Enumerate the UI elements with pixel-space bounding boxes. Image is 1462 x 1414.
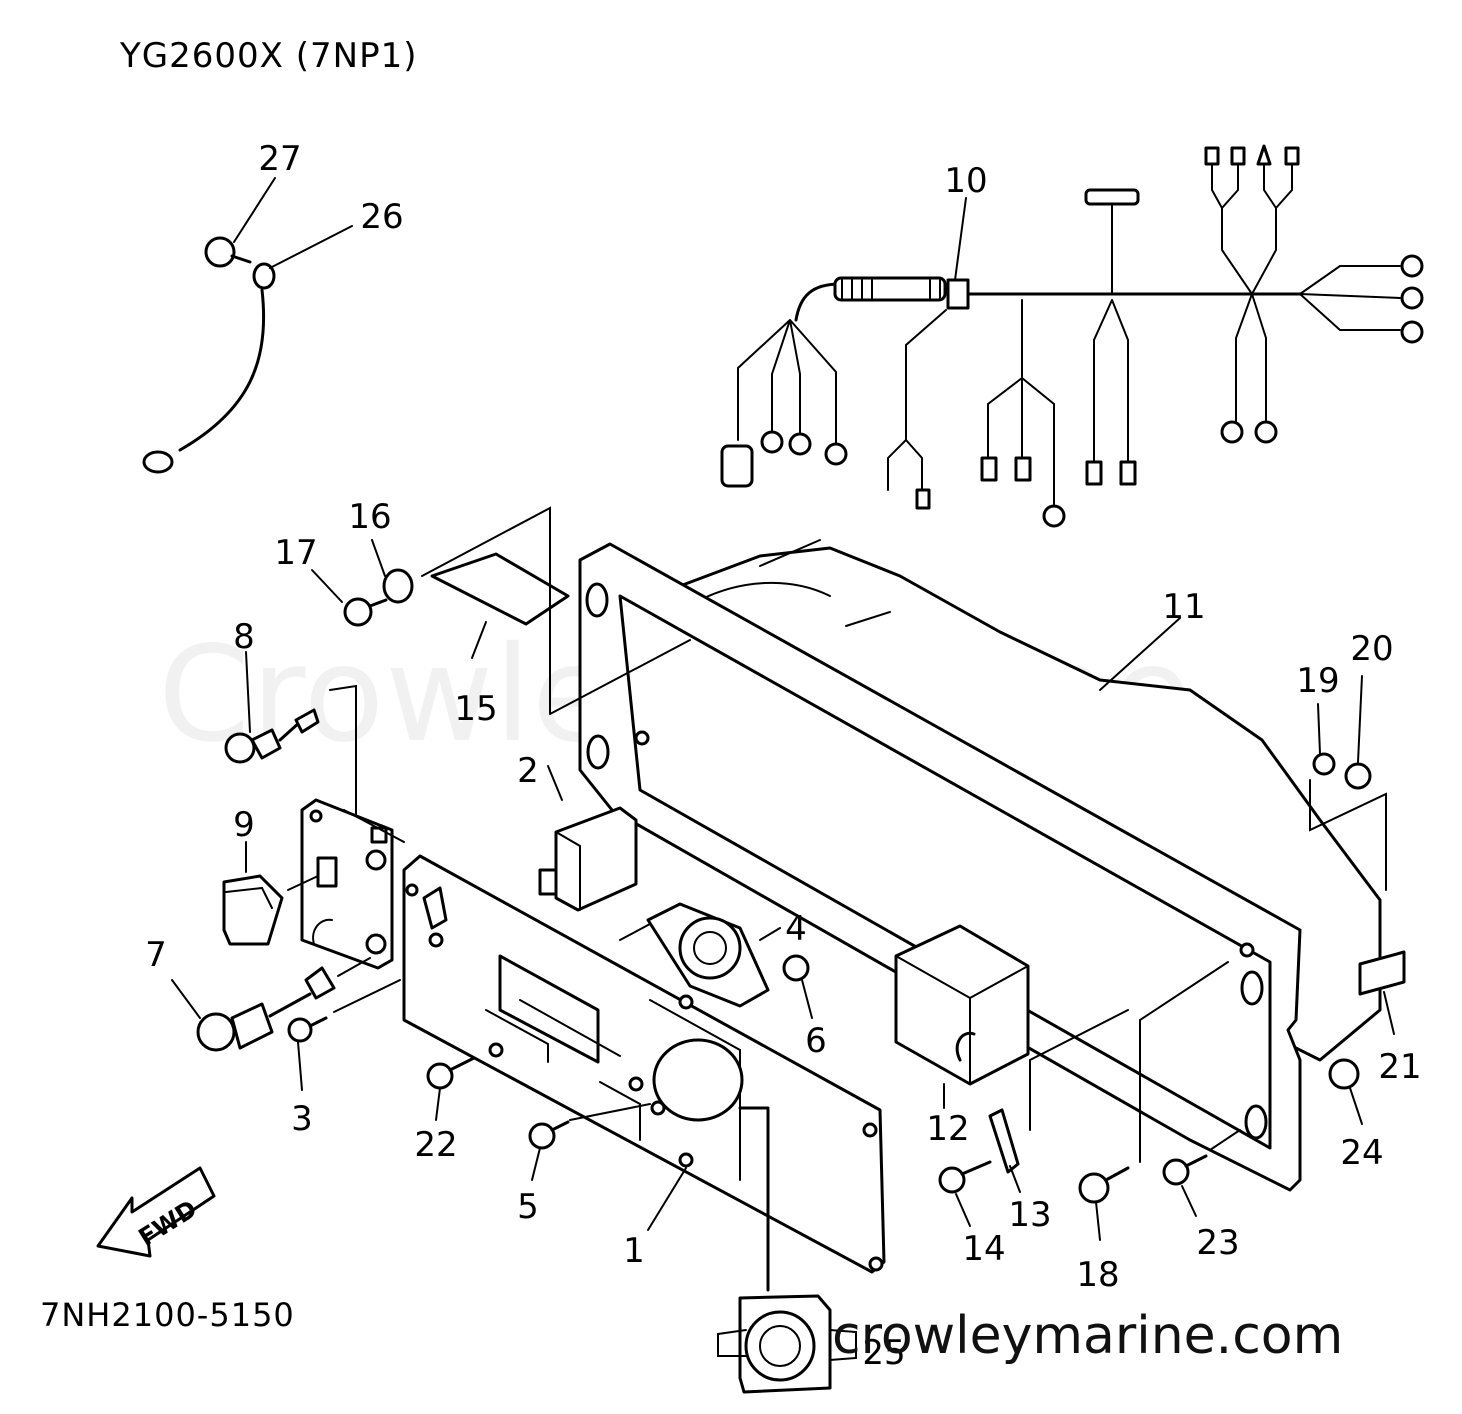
callout-13: 13 <box>1008 1195 1051 1235</box>
callout-23: 23 <box>1196 1223 1239 1263</box>
callout-14: 14 <box>962 1229 1005 1269</box>
callout-9: 9 <box>233 805 255 845</box>
callout-22: 22 <box>414 1125 457 1165</box>
receptacle-4 <box>619 902 813 1019</box>
bolt-27-head <box>204 236 236 268</box>
callout-1: 1 <box>623 1231 645 1271</box>
control-panel-1 <box>343 809 886 1274</box>
callout-3: 3 <box>291 1099 313 1139</box>
sub-panel <box>300 798 394 970</box>
callout-8: 8 <box>233 617 255 657</box>
callout-21: 21 <box>1378 1047 1421 1087</box>
pilot-lamp-8 <box>224 651 357 821</box>
callout-7: 7 <box>145 935 167 975</box>
washer-16 <box>382 568 414 604</box>
callout-27: 27 <box>258 139 301 179</box>
callout-24: 24 <box>1340 1133 1383 1173</box>
callout-numbers: 1 2 3 4 5 6 7 8 9 10 11 12 13 14 15 16 1… <box>145 139 1421 1373</box>
bolts-18-23-24 <box>1078 961 1363 1241</box>
callout-20: 20 <box>1350 629 1393 669</box>
label-plate-15 <box>311 506 691 715</box>
model-title: YG2600X (7NP1) <box>120 36 418 76</box>
callout-6: 6 <box>805 1021 827 1061</box>
callout-16: 16 <box>348 497 391 537</box>
callout-11: 11 <box>1162 587 1205 627</box>
callout-18: 18 <box>1076 1255 1119 1295</box>
callout-25: 25 <box>862 1333 905 1373</box>
bolt-17-head <box>343 597 373 627</box>
callout-19: 19 <box>1296 661 1339 701</box>
callout-2: 2 <box>517 751 539 791</box>
switch-9 <box>222 841 319 946</box>
drawing-code: 7NH2100-5150 <box>40 1296 295 1334</box>
callout-26: 26 <box>360 197 403 237</box>
callout-15: 15 <box>454 689 497 729</box>
breaker-7 <box>171 957 401 1091</box>
receptacle-25 <box>717 1106 857 1394</box>
wire-harness-10 <box>720 144 1424 528</box>
screws-22-5 <box>426 1056 651 1181</box>
control-box-housing-11 <box>578 539 1382 1192</box>
forward-arrow-icon: FWD <box>96 1166 216 1258</box>
callout-5: 5 <box>517 1187 539 1227</box>
clamp-13 <box>938 1009 1129 1227</box>
decal-21-nuts-19-20 <box>1309 675 1406 1035</box>
washer-26 <box>252 262 276 290</box>
ring-terminal <box>142 450 174 474</box>
screw-3-head <box>287 1017 313 1043</box>
site-url: crowleymarine.com <box>832 1306 1344 1366</box>
callout-10: 10 <box>944 161 987 201</box>
callout-4: 4 <box>785 909 807 949</box>
module-12 <box>894 924 1030 1109</box>
nut-6 <box>782 954 810 982</box>
bolt-14-head <box>938 1166 966 1194</box>
ground-wire-assembly <box>142 177 353 474</box>
callout-17: 17 <box>274 533 317 573</box>
callout-12: 12 <box>926 1109 969 1149</box>
circuit-breaker-2 <box>538 765 638 912</box>
